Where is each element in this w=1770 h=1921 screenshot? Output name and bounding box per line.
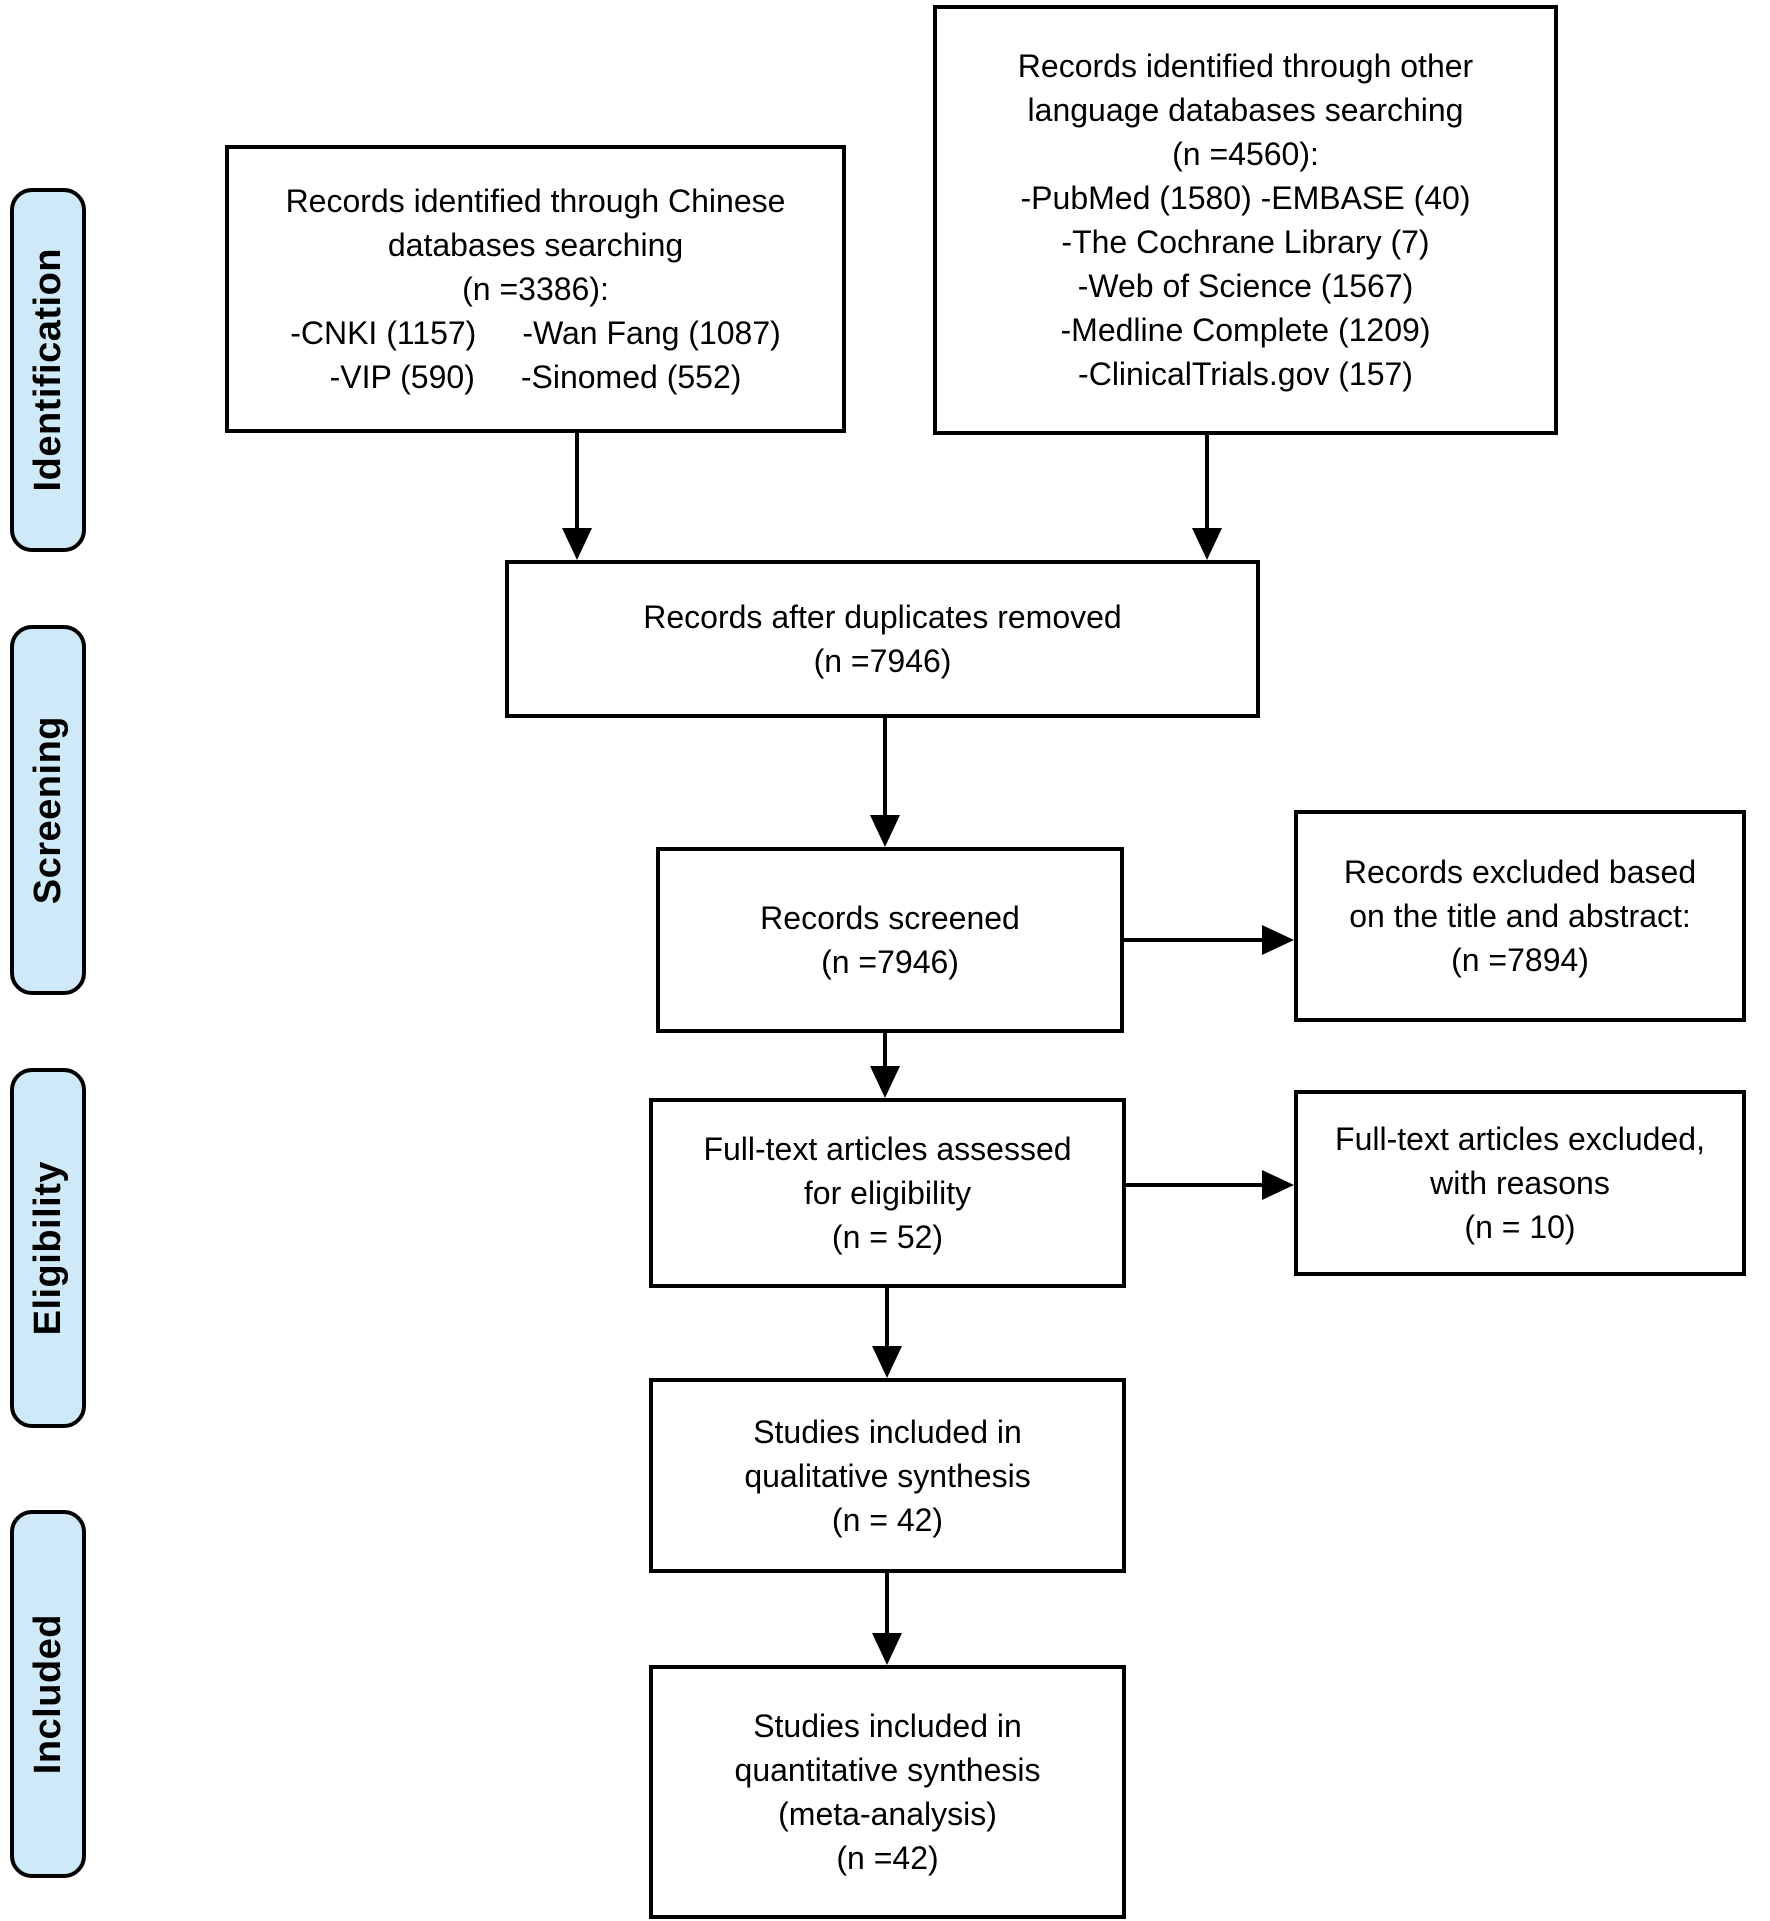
arrow-right-icon <box>1262 1170 1294 1200</box>
box-text: language databases searching <box>1027 92 1464 128</box>
database-entry: -Medline Complete (1209) <box>1060 312 1431 348</box>
arrow-shaft <box>1205 435 1209 528</box>
database-entry: -CNKI (1157) <box>290 315 477 351</box>
box-text: (n =7946) <box>821 944 959 980</box>
arrow-down-icon <box>1192 528 1222 560</box>
arrow-down-icon <box>870 1066 900 1098</box>
stage-label-screening-text: Screening <box>26 715 69 905</box>
box-text: Records excluded based <box>1343 854 1697 890</box>
box-text: (meta-analysis) <box>778 1796 997 1832</box>
database-entry: -Wan Fang (1087) <box>522 315 781 351</box>
box-text: (n =42) <box>836 1840 939 1876</box>
box-quantitative-synthesis: Studies included in quantitative synthes… <box>649 1665 1126 1919</box>
box-text: (n = 42) <box>831 1501 944 1538</box>
arrow-down-icon <box>870 815 900 847</box>
database-entry: -The Cochrane Library (7) <box>1061 224 1430 260</box>
arrow-other-to-duplicates <box>1192 435 1222 560</box>
box-text: (n =3386): <box>462 271 609 307</box>
box-text: with reasons <box>1430 1165 1610 1201</box>
stage-label-eligibility: Eligibility <box>10 1068 86 1428</box>
database-entry: -Sinomed (552) <box>520 359 742 395</box>
arrow-right-icon <box>1262 925 1294 955</box>
arrow-screened-to-excluded <box>1124 925 1294 955</box>
box-text: (n =7946) <box>813 643 952 679</box>
arrow-duplicates-to-screened <box>870 718 900 847</box>
database-entry: -ClinicalTrials.gov (157) <box>1078 356 1413 392</box>
box-text: (n =7894) <box>1451 942 1589 978</box>
database-entry: -Web of Science (1567) <box>1077 268 1414 304</box>
box-text: (n =4560): <box>1172 136 1319 172</box>
box-text: Records after duplicates removed <box>643 599 1122 635</box>
arrow-shaft <box>885 1288 889 1346</box>
arrow-screened-to-fulltext <box>870 1033 900 1098</box>
box-fulltext-excluded: Full-text articles excluded, with reason… <box>1294 1090 1746 1276</box>
box-text: (n = 52) <box>831 1219 944 1255</box>
box-text: on the title and abstract: <box>1349 898 1691 934</box>
arrow-shaft <box>1124 938 1262 942</box>
box-text: databases searching <box>387 227 684 263</box>
arrow-fulltext-to-excluded <box>1126 1170 1294 1200</box>
arrow-shaft <box>885 1573 889 1633</box>
stage-label-identification: Identification <box>10 188 86 552</box>
stage-label-included-text: Included <box>26 1613 69 1775</box>
stage-label-identification-text: Identification <box>26 248 69 492</box>
database-entry-row: -CNKI (1157) -Wan Fang (1087) <box>290 311 781 355</box>
box-records-screened: Records screened (n =7946) <box>656 847 1124 1033</box>
arrow-shaft <box>1126 1183 1262 1187</box>
box-text: for eligibility <box>803 1175 972 1211</box>
box-qualitative-synthesis: Studies included in qualitative synthesi… <box>649 1378 1126 1573</box>
box-text: Studies included in <box>753 1708 1022 1744</box>
box-text: (n = 10) <box>1464 1209 1576 1245</box>
arrow-down-icon <box>872 1346 902 1378</box>
stage-label-eligibility-text: Eligibility <box>26 1160 69 1336</box>
arrow-shaft <box>883 718 887 815</box>
box-text: quantitative synthesis <box>734 1752 1041 1788</box>
box-records-other-databases: Records identified through other languag… <box>933 5 1558 435</box>
database-entry: -VIP (590) <box>329 359 475 395</box>
box-records-excluded-title-abstract: Records excluded based on the title and … <box>1294 810 1746 1022</box>
arrow-shaft <box>883 1033 887 1066</box>
box-text: Full-text articles assessed <box>703 1131 1072 1167</box>
box-text: Records identified through Chinese <box>285 183 786 219</box>
arrow-qualitative-to-quantitative <box>872 1573 902 1665</box>
arrow-down-icon <box>562 528 592 560</box>
stage-label-screening: Screening <box>10 625 86 995</box>
box-text: Full-text articles excluded, <box>1335 1121 1705 1157</box>
arrow-shaft <box>575 431 579 528</box>
arrow-down-icon <box>872 1633 902 1665</box>
box-text: Records identified through other <box>1017 48 1474 84</box>
box-fulltext-assessed: Full-text articles assessed for eligibil… <box>649 1098 1126 1288</box>
box-text: Records screened <box>760 900 1020 936</box>
stage-label-included: Included <box>10 1510 86 1878</box>
database-entry-row: -VIP (590) -Sinomed (552) <box>330 355 742 399</box>
box-text: Studies included in <box>753 1413 1022 1450</box>
box-text: qualitative synthesis <box>744 1457 1031 1494</box>
database-entry: -PubMed (1580) -EMBASE (40) <box>1020 180 1471 216</box>
arrow-fulltext-to-qualitative <box>872 1288 902 1378</box>
box-records-chinese-databases: Records identified through Chinese datab… <box>225 145 846 433</box>
arrow-chinese-to-duplicates <box>562 431 592 560</box>
box-duplicates-removed: Records after duplicates removed (n =794… <box>505 560 1260 718</box>
